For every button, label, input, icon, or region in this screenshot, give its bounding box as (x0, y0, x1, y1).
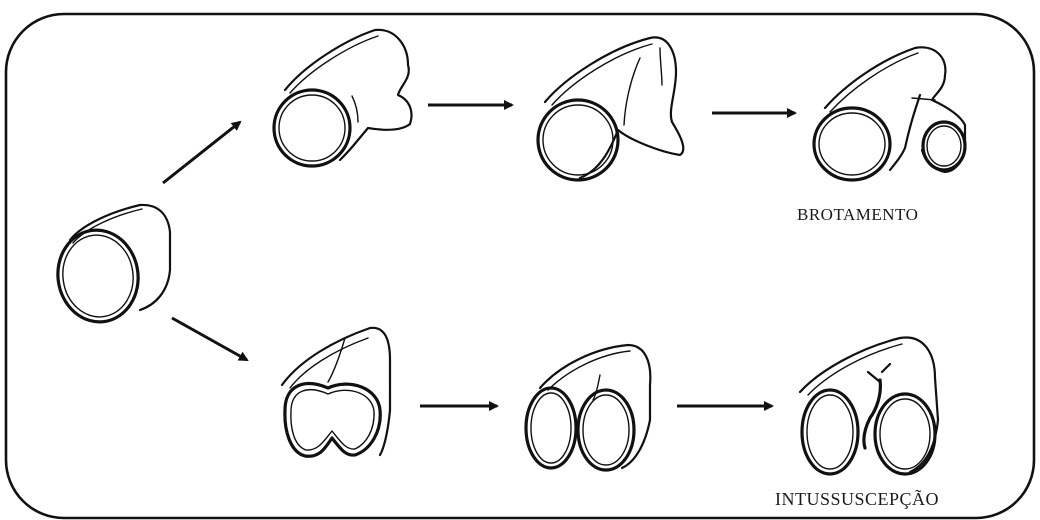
initial-vessel (52, 205, 170, 327)
sprouting-stage-3 (814, 47, 965, 180)
sprouting-label: BROTAMENTO (797, 205, 918, 225)
intussusception-stage-1 (282, 328, 390, 456)
intussusception-stage-3 (800, 338, 938, 474)
intussusception-branch (282, 328, 938, 474)
intussusception-label: INTUSSUSCEPÇÃO (775, 489, 939, 510)
arrow-to-sprouting (163, 122, 240, 183)
sprouting-stage-1 (274, 30, 412, 166)
sprouting-branch (274, 30, 965, 180)
intussusception-stage-2 (526, 345, 650, 470)
arrow-to-intussusception (172, 318, 247, 360)
sprouting-stage-2 (538, 37, 683, 180)
diagram-frame (6, 14, 1034, 518)
